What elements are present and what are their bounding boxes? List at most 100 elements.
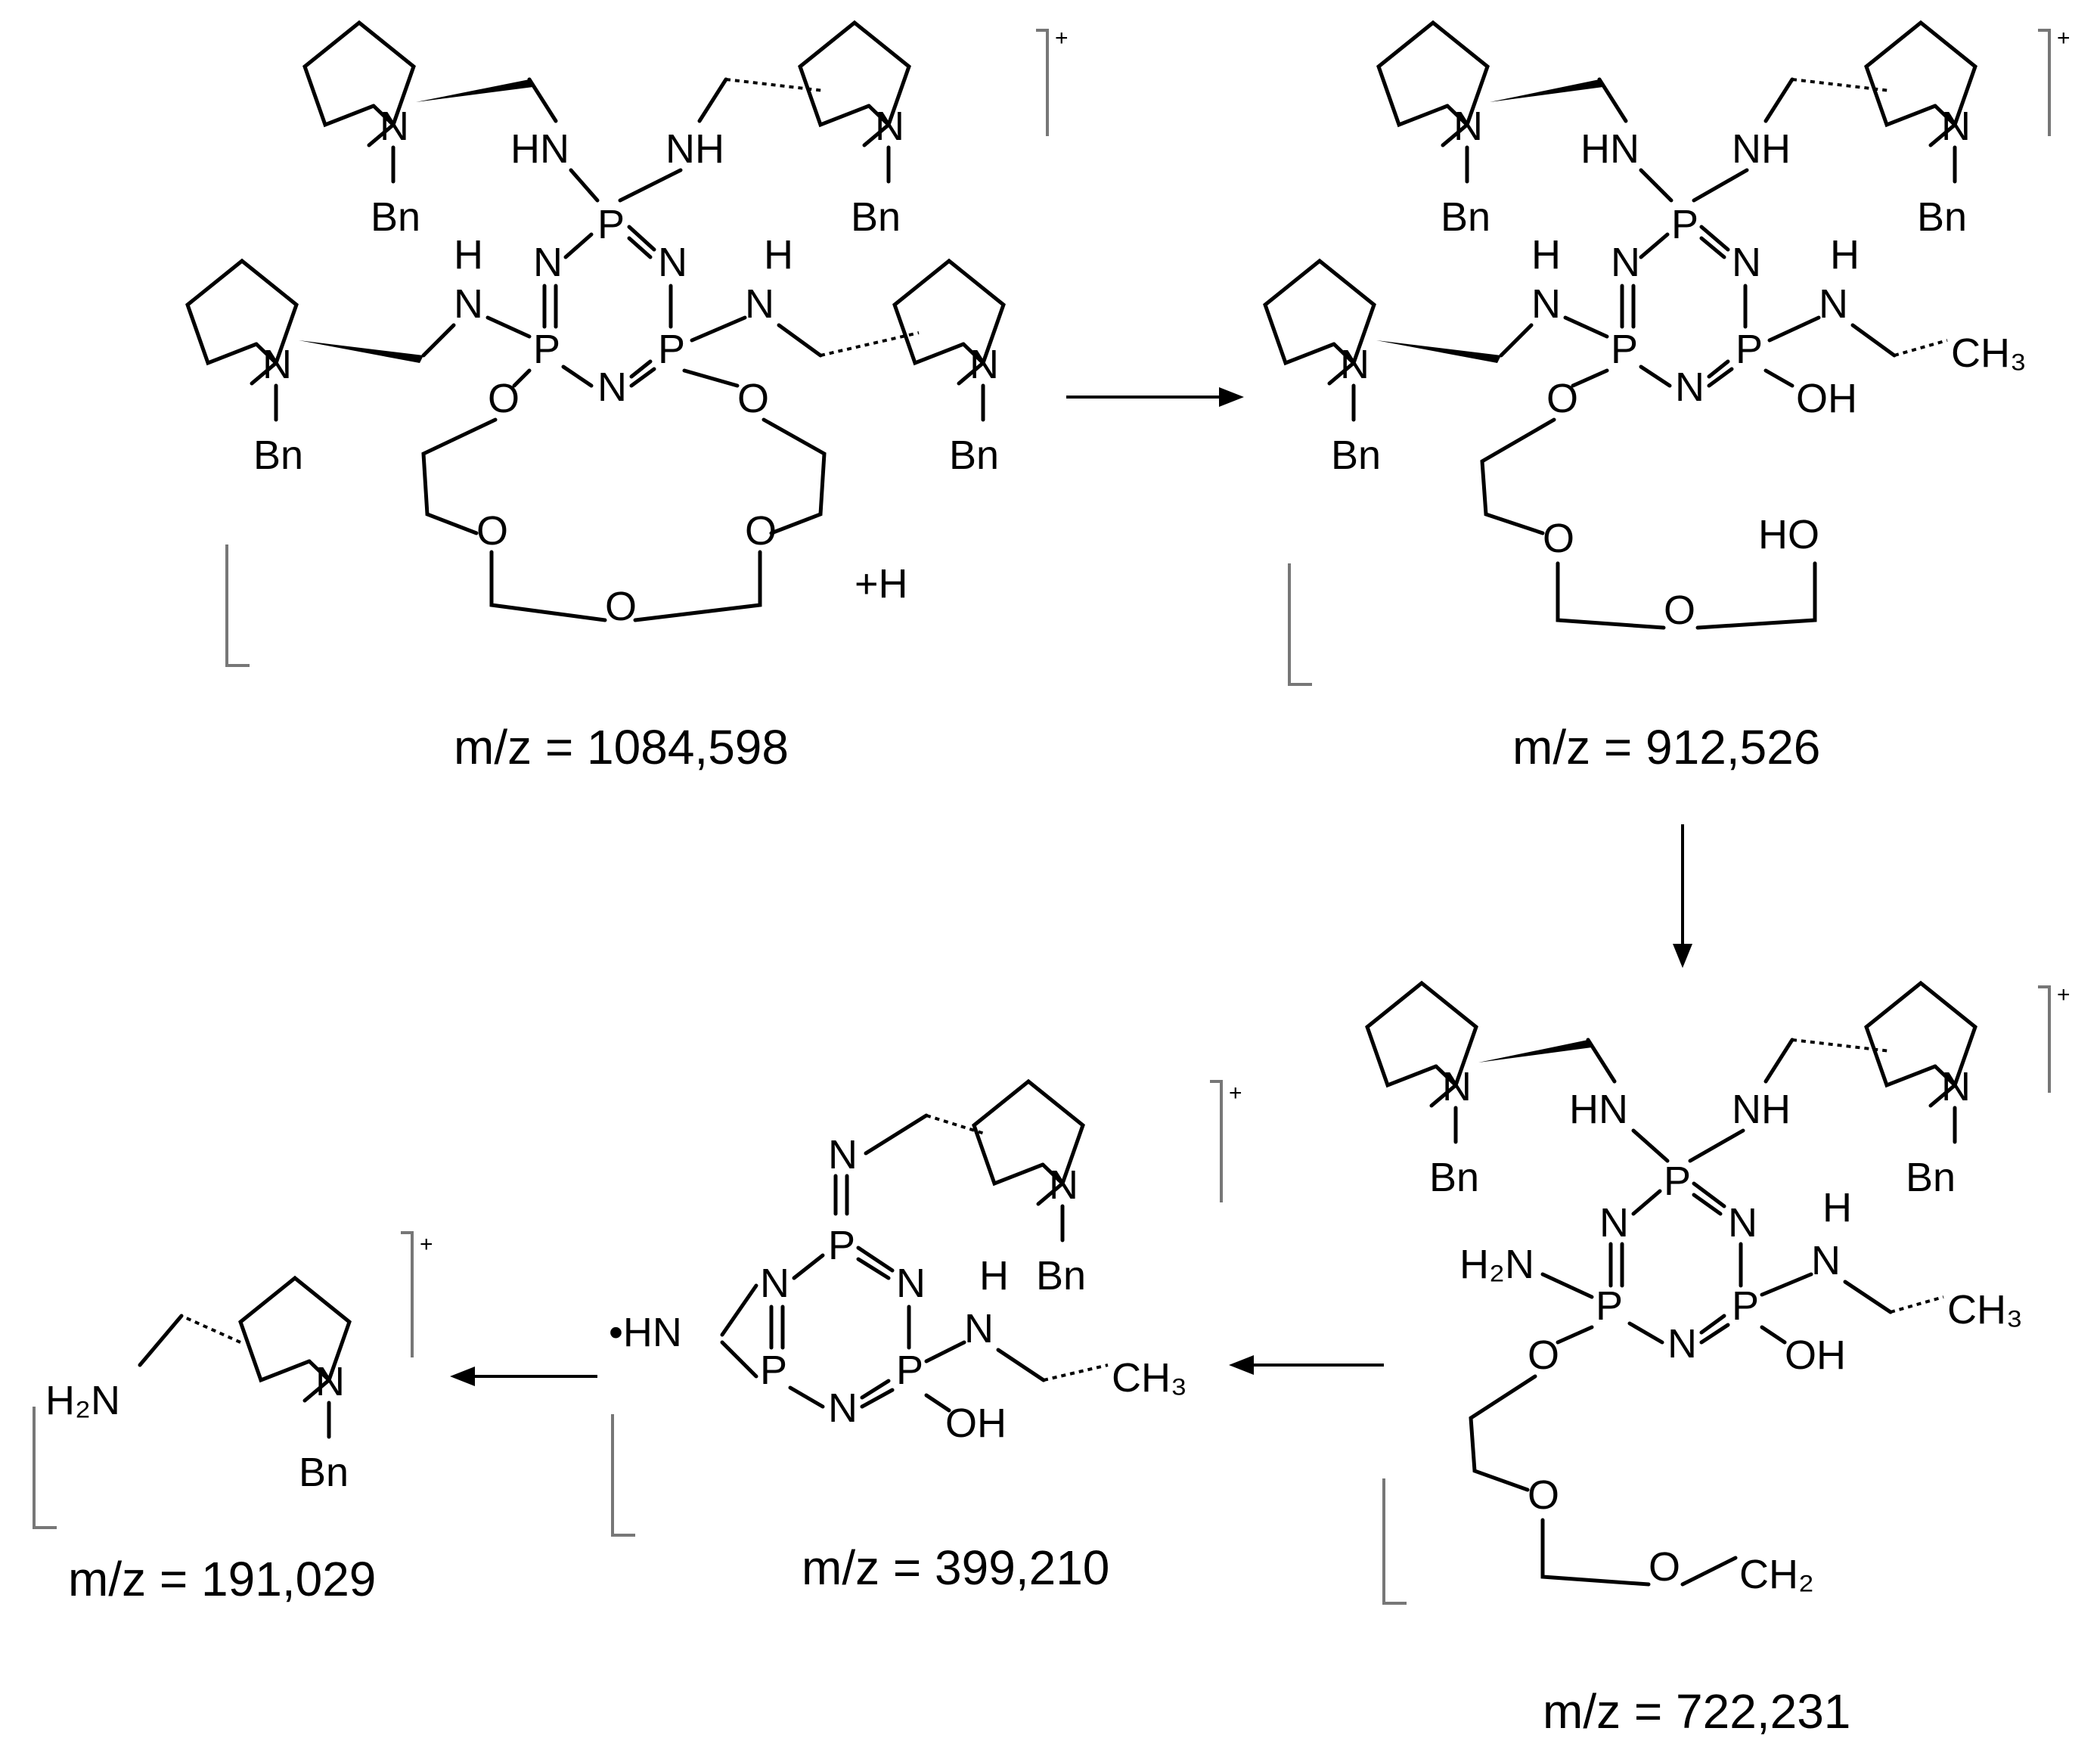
atom-n: N [262,342,292,387]
reaction-arrow [1229,1355,1384,1375]
reaction-arrow [1673,824,1692,968]
atom-n: N [1941,104,1971,149]
methyl-label: CH₃ [1951,330,2027,376]
atom-h: H [979,1253,1009,1298]
atom-o: O [745,508,777,554]
benzyl-label: Bn [1429,1155,1479,1200]
atom-h: H [764,232,793,278]
atom-p: P [1732,1283,1759,1329]
atom-p: P [1664,1159,1691,1204]
species-4-fragment: N N Bn P N N P P N •HN H N CH₃ OH [609,1081,1242,1595]
phosphazene-ring: P N N P P N [533,202,687,410]
mz-label: m/z = 191,029 [68,1552,376,1606]
atom-o: O [1543,516,1574,561]
benzyl-label: Bn [851,194,901,240]
mz-label: m/z = 399,210 [802,1540,1109,1595]
atom-n: N [1732,240,1761,285]
mz-label: m/z = 912,526 [1512,720,1820,774]
radical-amine-label: •HN [609,1310,682,1355]
hydroxyl-label: OH [1796,376,1857,421]
benzyl-label: Bn [1917,194,1967,240]
atom-p: P [1671,202,1698,247]
atom-n: N [1675,365,1705,410]
atom-n: N [658,240,687,285]
hydroxyl-label: OH [945,1401,1007,1446]
charge-sign: + [1229,1081,1242,1106]
atom-n: N [380,104,409,149]
atom-p: P [533,327,560,372]
atom-n: N [828,1385,858,1431]
atom-n: N [454,281,483,327]
atom-n: N [1611,240,1640,285]
benzyl-label: Bn [299,1450,349,1495]
proton-label: +H [855,561,908,607]
species-2-fragment: P N N P P N HN NH N Bn N Bn H N [1265,23,2071,774]
atom-o: O [1664,588,1695,633]
charge-sign: + [2057,982,2071,1007]
atom-n: N [597,365,627,410]
atom-n: N [1728,1200,1757,1246]
amine-label: H₂N [1459,1242,1534,1287]
atom-n: N [315,1359,345,1404]
atom-n: N [828,1132,858,1177]
atom-n: N [1599,1200,1629,1246]
atom-nh: NH [1732,1087,1791,1132]
atom-p: P [760,1348,787,1393]
atom-h: H [1830,232,1860,278]
species-3-fragment: P N N P P N HN NH N Bn N Bn H₂N H N [1367,982,2071,1739]
benzyl-label: Bn [371,194,420,240]
charge-sign: + [420,1232,433,1257]
atom-n: N [1819,281,1848,327]
atom-hn: HN [510,126,569,172]
benzyl-label: Bn [253,433,303,478]
atom-n: N [1811,1238,1841,1283]
atom-n: N [533,240,563,285]
benzyl-label: Bn [1036,1253,1086,1298]
atom-o: O [1546,376,1578,421]
atom-n: N [1442,1064,1472,1109]
atom-n: N [745,281,774,327]
atom-o: O [1528,1333,1559,1378]
atom-hn: HN [1580,126,1639,172]
atom-h: H [1822,1185,1852,1230]
benzyl-label: Bn [1331,433,1381,478]
atom-o: O [1649,1544,1680,1590]
atom-p: P [1611,327,1638,372]
atom-n: N [1340,342,1369,387]
atom-h: H [1531,232,1561,278]
methyl-label: CH₃ [1947,1287,2023,1333]
atom-p: P [597,202,625,247]
hydroxyl-label: OH [1785,1333,1846,1378]
atom-nh: NH [1732,126,1791,172]
atom-o: O [1528,1472,1559,1518]
reaction-arrow [1066,387,1244,407]
atom-n: N [896,1261,926,1306]
atom-n: N [1531,281,1561,327]
atom-n: N [969,342,999,387]
reaction-arrow [450,1367,597,1386]
atom-n: N [760,1261,789,1306]
atom-o: O [605,584,637,629]
atom-o: O [737,376,769,421]
benzyl-label: Bn [949,433,999,478]
atom-n: N [1941,1064,1971,1109]
atom-n: N [1049,1162,1078,1208]
atom-p: P [828,1223,855,1268]
methylene-label: CH₂ [1739,1552,1814,1597]
atom-n: N [1453,104,1483,149]
methyl-label: CH₃ [1112,1355,1187,1401]
atom-o: O [476,508,508,554]
atom-p: P [1596,1283,1623,1329]
hydroxyl-label: HO [1758,512,1819,557]
atom-n: N [1667,1321,1697,1367]
atom-nh: NH [665,126,724,172]
benzyl-label: Bn [1441,194,1490,240]
benzyl-label: Bn [1906,1155,1956,1200]
charge-sign: + [2057,26,2071,51]
atom-h: H [454,232,483,278]
atom-p: P [896,1348,923,1393]
atom-n: N [964,1306,994,1351]
mz-label: m/z = 722,231 [1543,1684,1850,1739]
atom-hn: HN [1569,1087,1628,1132]
